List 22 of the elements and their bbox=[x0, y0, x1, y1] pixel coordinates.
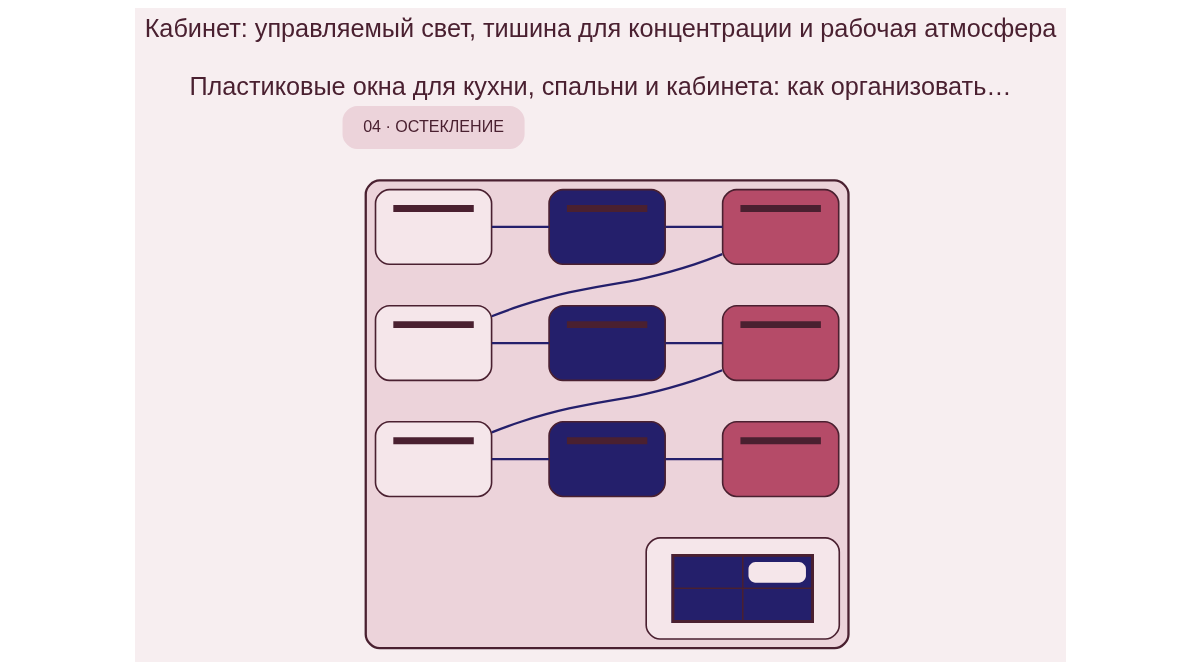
connector bbox=[664, 458, 723, 461]
node-box bbox=[547, 420, 666, 498]
node-box bbox=[374, 420, 492, 498]
connector bbox=[491, 225, 549, 229]
node-box: 04 · ОСТЕКЛЕНИЕ bbox=[342, 106, 525, 150]
connector bbox=[664, 341, 723, 345]
node-box bbox=[721, 304, 839, 382]
node-box bbox=[547, 188, 666, 266]
node-box bbox=[721, 188, 839, 266]
cluster bbox=[364, 179, 850, 650]
caption: Пластиковые окна для кухни, спальни и кабинета: как организовать… bbox=[188, 71, 1012, 100]
diagram-title: Кабинет: управляемый свет, тишина для концентрации и рабочая атмосфера bbox=[144, 14, 1056, 43]
node-box bbox=[374, 304, 492, 382]
node-box bbox=[374, 188, 492, 266]
connector bbox=[664, 225, 723, 229]
node-picture bbox=[644, 537, 840, 640]
connector bbox=[490, 253, 723, 318]
connector bbox=[491, 341, 549, 345]
node-box bbox=[721, 420, 839, 498]
connector bbox=[490, 369, 723, 434]
node-box bbox=[547, 304, 666, 382]
connector bbox=[491, 458, 549, 461]
